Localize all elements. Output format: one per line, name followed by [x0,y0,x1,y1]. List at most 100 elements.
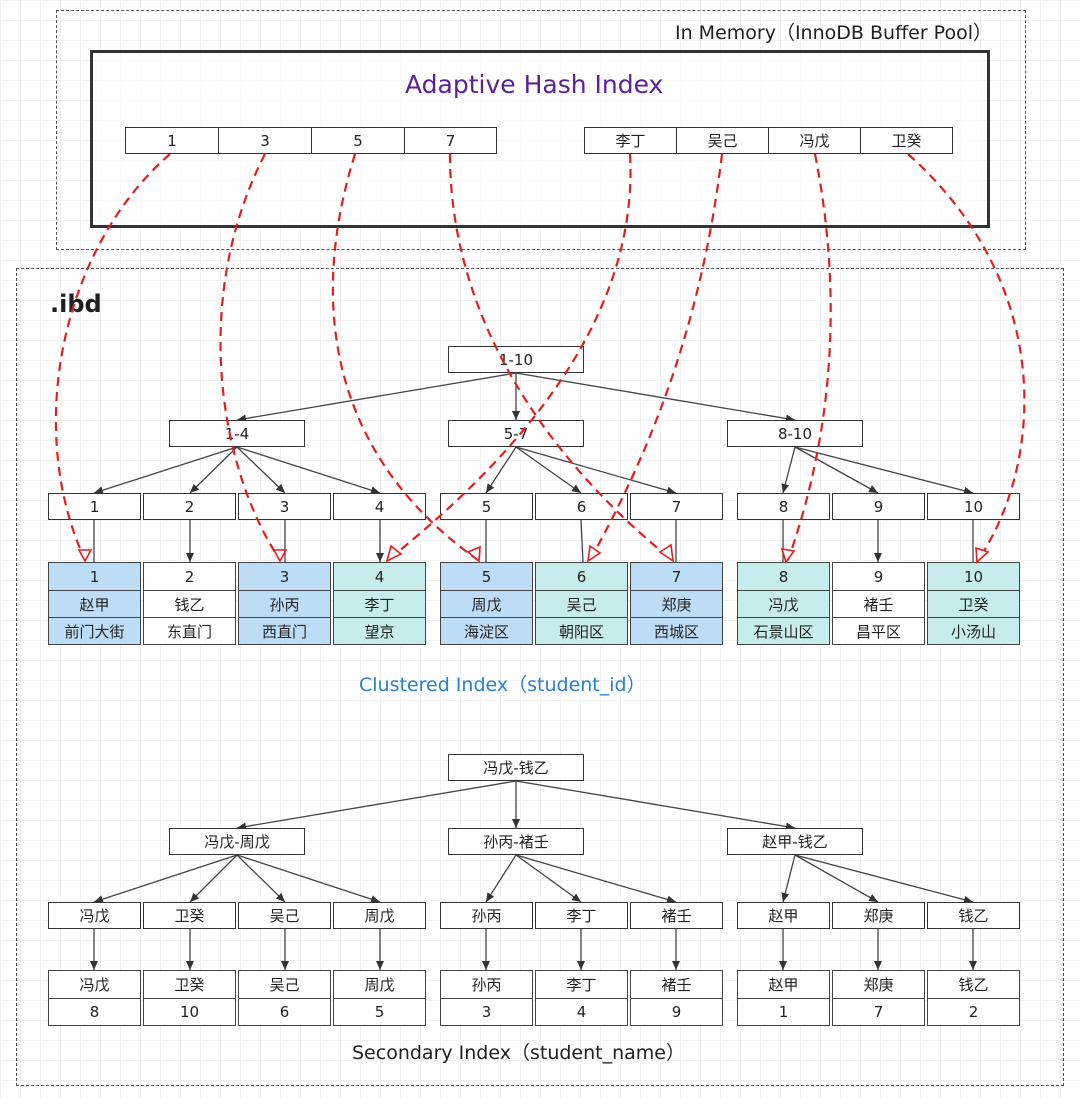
leaf-name: 冯戊 [738,590,829,617]
secondary-leaf-row: 李丁 4 [535,970,628,1026]
ahi-key-fengwu: 冯戊 [768,127,860,154]
leaf-name: 周戊 [441,590,532,617]
secondary-index-label: Secondary Index（student_name） [352,1042,685,1064]
clustered-key-node: 3 [238,493,331,520]
leaf-name: 吴己 [536,590,627,617]
secondary-leaf-row: 周戊 5 [333,970,426,1026]
leaf-id: 2 [144,563,235,590]
ahi-key-wuji: 吴己 [676,127,768,154]
leaf-id: 2 [928,998,1019,1025]
clustered-internal-node: 1-4 [169,420,305,447]
clustered-leaf-row: 6 吴己 朝阳区 [535,562,628,645]
leaf-id: 3 [239,563,330,590]
leaf-name: 郑庚 [833,971,924,998]
clustered-leaf-row: 10 卫癸 小汤山 [927,562,1020,645]
ahi-key-5: 5 [311,127,404,154]
secondary-key-node: 孙丙 [440,902,533,929]
leaf-id: 5 [441,563,532,590]
clustered-internal-node: 5-7 [448,420,584,447]
clustered-key-node: 10 [927,493,1020,520]
leaf-id: 6 [536,563,627,590]
leaf-address: 东直门 [144,617,235,644]
leaf-address: 朝阳区 [536,617,627,644]
secondary-key-node: 李丁 [535,902,628,929]
ahi-key-weigui: 卫癸 [860,127,953,154]
leaf-name: 李丁 [334,590,425,617]
leaf-address: 前门大街 [49,617,140,644]
memory-frame-title: In Memory（InnoDB Buffer Pool） [675,22,992,44]
leaf-id: 1 [49,563,140,590]
clustered-key-node: 5 [440,493,533,520]
clustered-internal-node: 8-10 [727,420,863,447]
leaf-address: 西直门 [239,617,330,644]
adaptive-hash-index-title: Adaptive Hash Index [405,70,664,99]
leaf-address: 海淀区 [441,617,532,644]
secondary-key-node: 钱乙 [927,902,1020,929]
leaf-id: 9 [631,998,722,1025]
leaf-name: 周戊 [334,971,425,998]
leaf-name: 钱乙 [144,590,235,617]
leaf-name: 卫癸 [928,590,1019,617]
leaf-name: 孙丙 [239,590,330,617]
leaf-id: 8 [49,998,140,1025]
leaf-id: 5 [334,998,425,1025]
secondary-key-node: 吴己 [238,902,331,929]
leaf-address: 石景山区 [738,617,829,644]
secondary-leaf-row: 钱乙 2 [927,970,1020,1026]
leaf-id: 9 [833,563,924,590]
leaf-name: 卫癸 [144,971,235,998]
leaf-id: 4 [536,998,627,1025]
leaf-name: 钱乙 [928,971,1019,998]
ahi-key-7: 7 [404,127,497,154]
clustered-key-node: 2 [143,493,236,520]
secondary-leaf-row: 冯戊 8 [48,970,141,1026]
leaf-name: 吴己 [239,971,330,998]
ahi-key-3: 3 [218,127,311,154]
clustered-leaf-row: 1 赵甲 前门大街 [48,562,141,645]
secondary-key-node: 卫癸 [143,902,236,929]
clustered-key-node: 8 [737,493,830,520]
clustered-leaf-row: 7 郑庚 西城区 [630,562,723,645]
secondary-leaf-row: 吴己 6 [238,970,331,1026]
leaf-name: 冯戊 [49,971,140,998]
leaf-id: 1 [738,998,829,1025]
ibd-frame-title: .ibd [50,290,102,318]
leaf-address: 西城区 [631,617,722,644]
clustered-leaf-row: 2 钱乙 东直门 [143,562,236,645]
secondary-leaf-row: 孙丙 3 [440,970,533,1026]
clustered-root-node: 1-10 [448,346,584,373]
clustered-key-node: 1 [48,493,141,520]
clustered-leaf-row: 9 褚壬 昌平区 [832,562,925,645]
clustered-leaf-row: 8 冯戊 石景山区 [737,562,830,645]
leaf-address: 望京 [334,617,425,644]
clustered-leaf-row: 4 李丁 望京 [333,562,426,645]
secondary-key-node: 郑庚 [832,902,925,929]
clustered-key-node: 6 [535,493,628,520]
leaf-id: 6 [239,998,330,1025]
secondary-key-node: 褚壬 [630,902,723,929]
leaf-address: 小汤山 [928,617,1019,644]
secondary-leaf-row: 郑庚 7 [832,970,925,1026]
leaf-name: 褚壬 [833,590,924,617]
clustered-key-node: 4 [333,493,426,520]
leaf-name: 赵甲 [738,971,829,998]
leaf-name: 李丁 [536,971,627,998]
clustered-leaf-row: 3 孙丙 西直门 [238,562,331,645]
secondary-internal-node: 孙丙-褚壬 [448,828,584,855]
secondary-leaf-row: 赵甲 1 [737,970,830,1026]
leaf-name: 孙丙 [441,971,532,998]
clustered-leaf-row: 5 周戊 海淀区 [440,562,533,645]
leaf-id: 10 [144,998,235,1025]
secondary-key-node: 赵甲 [737,902,830,929]
leaf-id: 7 [631,563,722,590]
leaf-id: 8 [738,563,829,590]
secondary-leaf-row: 卫癸 10 [143,970,236,1026]
leaf-id: 3 [441,998,532,1025]
leaf-name: 赵甲 [49,590,140,617]
leaf-id: 7 [833,998,924,1025]
leaf-id: 10 [928,563,1019,590]
clustered-index-label: Clustered Index（student_id） [359,674,646,696]
secondary-key-node: 周戊 [333,902,426,929]
secondary-key-node: 冯戊 [48,902,141,929]
leaf-name: 郑庚 [631,590,722,617]
